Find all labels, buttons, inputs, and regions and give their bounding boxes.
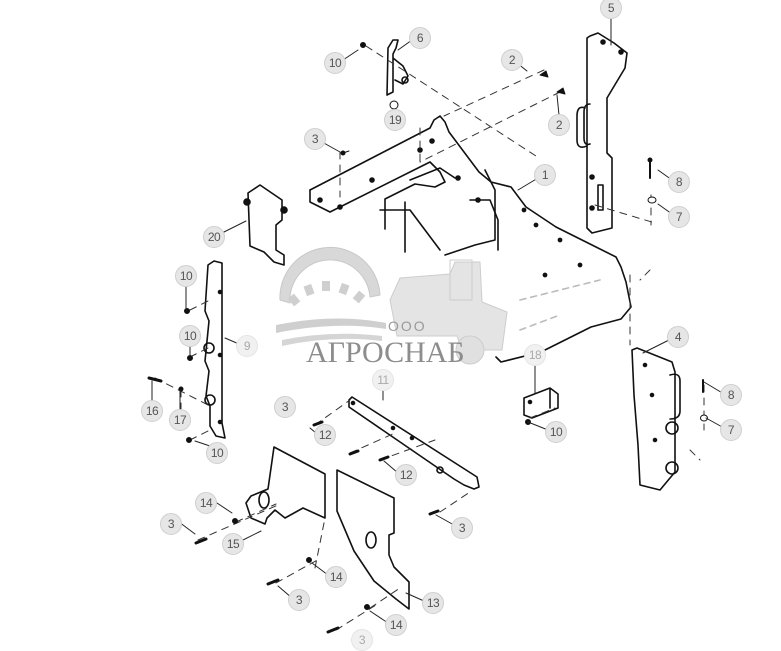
bar-part-11 <box>348 396 480 490</box>
part-callout-3: 3 <box>451 517 473 539</box>
part-callout-18: 18 <box>524 344 546 366</box>
part-callout-2: 2 <box>548 114 570 136</box>
part-callout-14: 14 <box>385 614 407 636</box>
part-callout-3: 3 <box>274 396 296 418</box>
part-callout-3: 3 <box>351 629 373 651</box>
part-callout-6: 6 <box>409 27 431 49</box>
part-callout-20: 20 <box>203 226 225 248</box>
part-callout-8: 8 <box>668 171 690 193</box>
part-callout-14: 14 <box>195 492 217 514</box>
part-callout-10: 10 <box>545 421 567 443</box>
part-callout-10: 10 <box>324 52 346 74</box>
watermark-logo-icon <box>276 246 508 365</box>
plate-part-13 <box>336 469 410 610</box>
bracket-part-4 <box>631 347 681 491</box>
part-callout-15: 15 <box>222 533 244 555</box>
part-callout-10: 10 <box>179 325 201 347</box>
part-callout-1: 1 <box>534 164 556 186</box>
assembly-lines <box>154 45 705 631</box>
part-callout-4: 4 <box>667 326 689 348</box>
part-callout-5: 5 <box>600 0 622 19</box>
bracket-part-6 <box>386 39 409 96</box>
part-callout-12: 12 <box>395 464 417 486</box>
part-callout-2: 2 <box>501 49 523 71</box>
part-callout-3: 3 <box>160 513 182 535</box>
part-callout-11: 11 <box>372 369 394 391</box>
bracket-part-9 <box>203 260 226 439</box>
main-frame-part-1 <box>309 115 632 363</box>
part-callout-10: 10 <box>175 265 197 287</box>
plate-part-15 <box>245 446 326 525</box>
part-callout-13: 13 <box>422 592 444 614</box>
part-callout-7: 7 <box>668 206 690 228</box>
part-callout-14: 14 <box>325 566 347 588</box>
bracket-part-18 <box>523 387 559 419</box>
part-callout-8: 8 <box>720 384 742 406</box>
part-callout-3: 3 <box>288 589 310 611</box>
part-callout-7: 7 <box>720 419 742 441</box>
bracket-part-5 <box>576 32 628 234</box>
part-callout-3: 3 <box>304 128 326 150</box>
watermark-prefix: ООО <box>388 318 427 334</box>
part-callout-9: 9 <box>236 335 258 357</box>
part-callout-19: 19 <box>384 109 406 131</box>
watermark-company-name: АГРОСНАБ <box>306 336 465 369</box>
part-callout-17: 17 <box>169 409 191 431</box>
part-callout-12: 12 <box>314 424 336 446</box>
part-callout-16: 16 <box>141 400 163 422</box>
bracket-part-20 <box>243 184 288 266</box>
leader-lines <box>151 14 725 624</box>
part-callout-10: 10 <box>206 442 228 464</box>
